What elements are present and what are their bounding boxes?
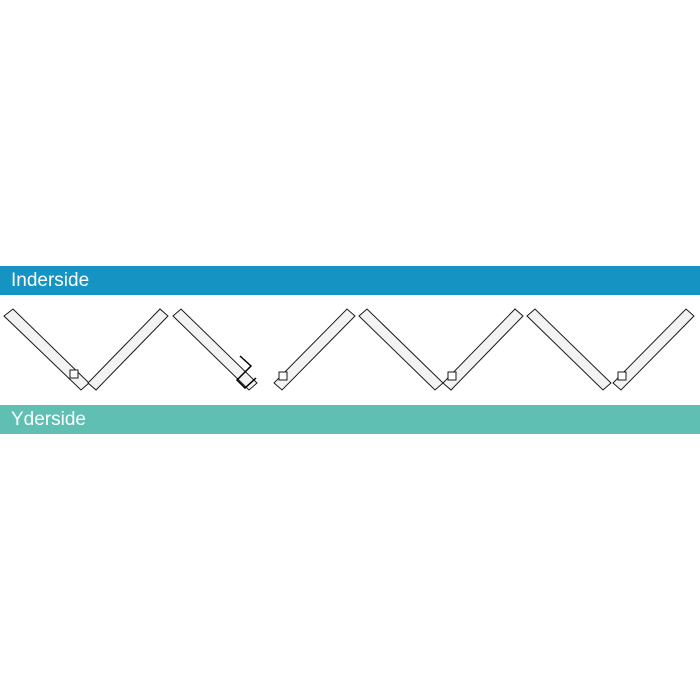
inner-side-band: Inderside	[0, 266, 700, 295]
folding-panel-diagram	[3, 308, 695, 391]
hinge-clip-8	[617, 371, 627, 381]
panel-4	[273, 308, 356, 391]
panel-5	[358, 308, 444, 391]
panel-6	[442, 308, 524, 391]
hinge-clip-6	[447, 371, 457, 381]
panel-2	[87, 308, 169, 391]
hinge-clip-4	[278, 371, 288, 381]
panel-3	[172, 308, 258, 391]
latch-bracket	[235, 355, 257, 390]
inner-side-label: Inderside	[11, 270, 90, 291]
panel-7	[526, 308, 612, 391]
hinge-clip-1	[69, 369, 79, 379]
outer-side-band: Yderside	[0, 405, 700, 434]
panel-8	[612, 308, 695, 391]
outer-side-label: Yderside	[11, 409, 86, 430]
